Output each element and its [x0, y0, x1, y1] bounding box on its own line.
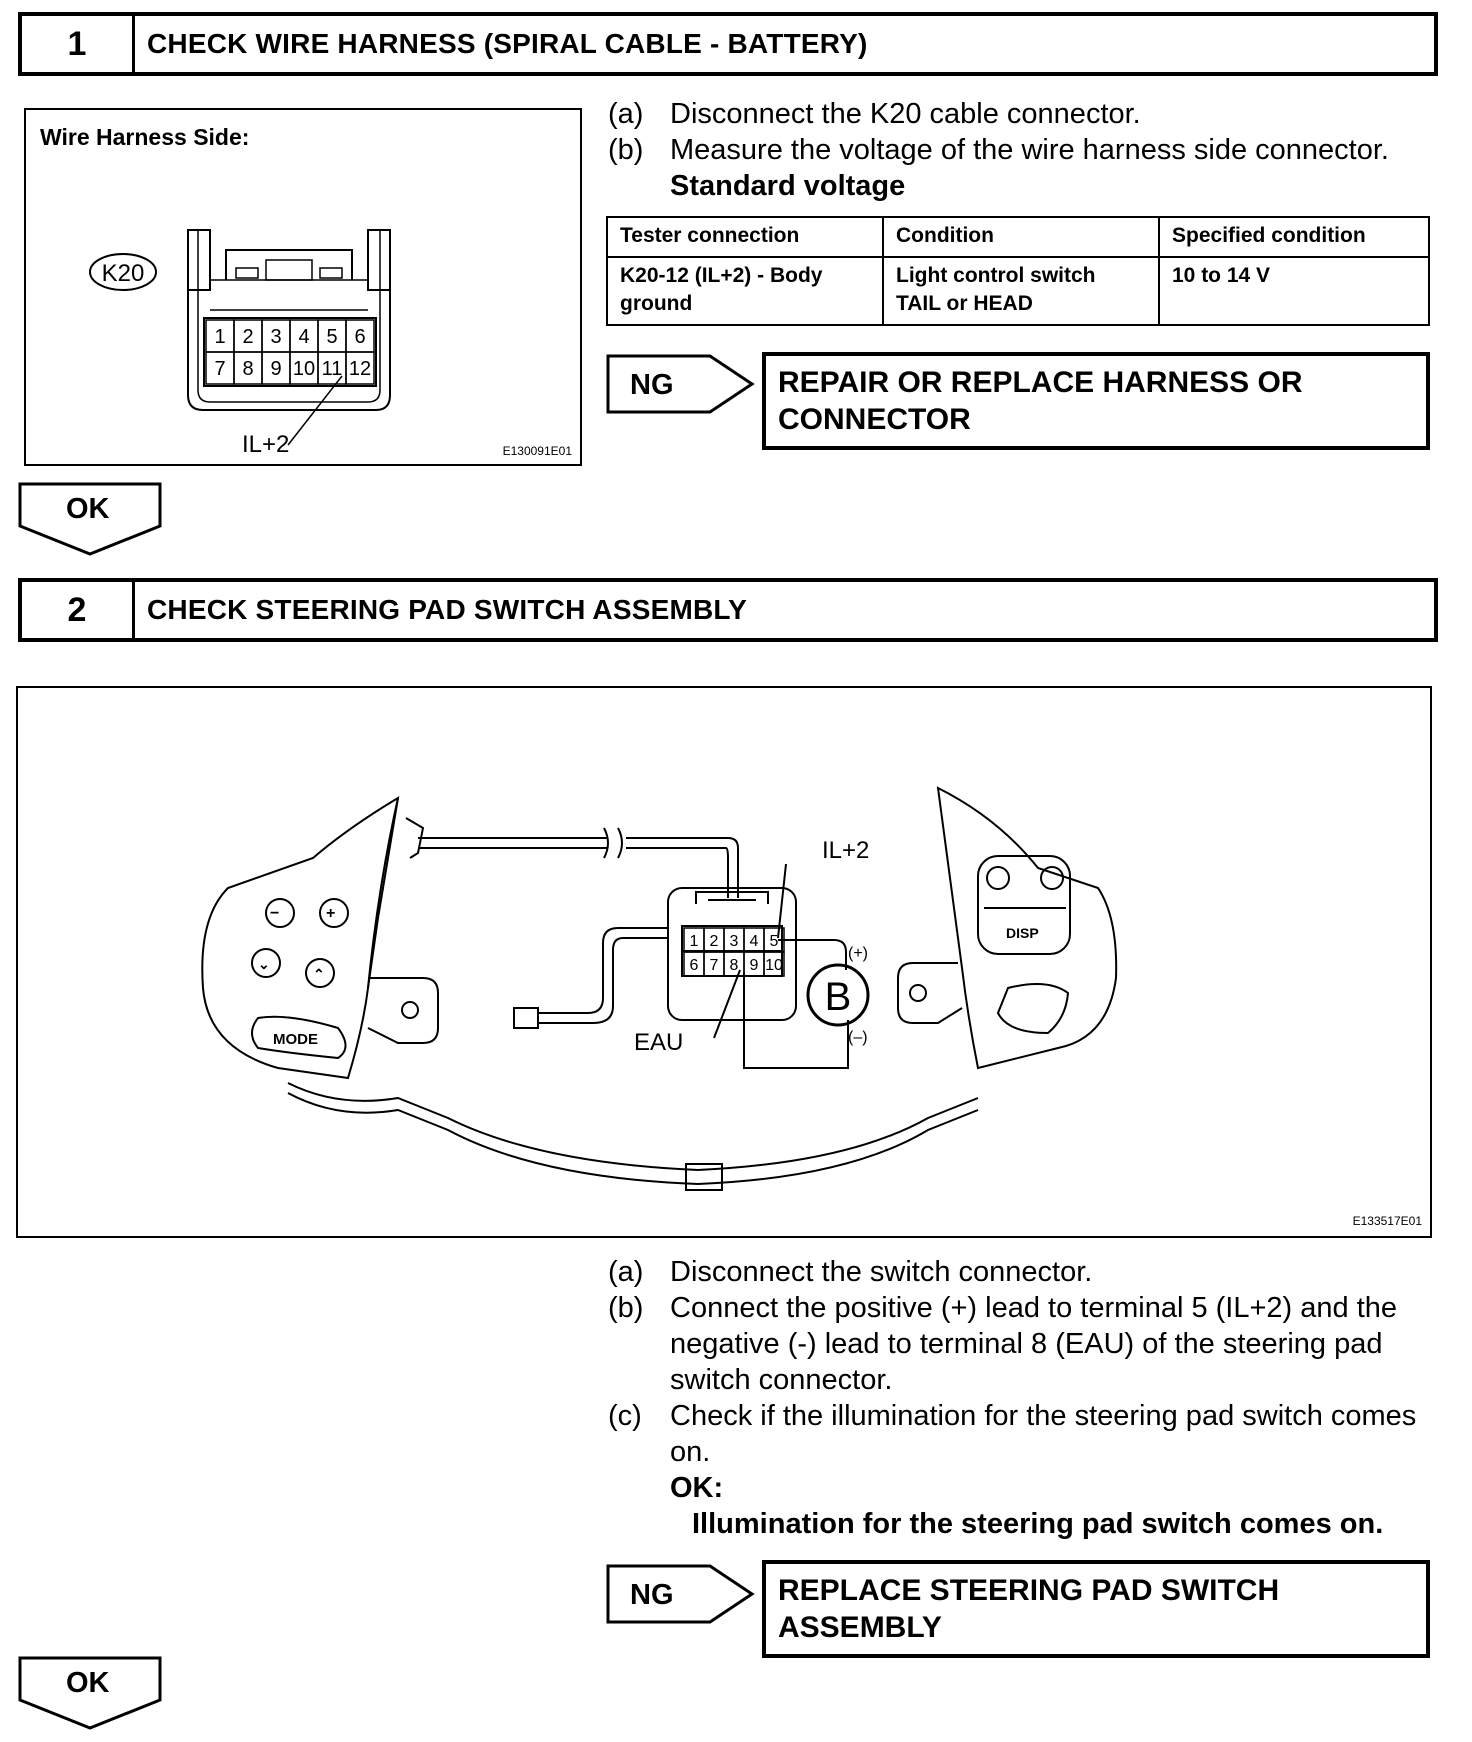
spec-table: Tester connection Condition Specified co… — [606, 216, 1430, 326]
il2-label: IL+2 — [822, 837, 869, 864]
pin-number: 4 — [750, 933, 759, 950]
step-number: 1 — [22, 16, 135, 72]
pin-number: 7 — [710, 957, 719, 974]
disp-button-label: DISP — [1006, 925, 1039, 941]
eau-label: EAU — [634, 1029, 683, 1056]
pin-number: 7 — [214, 358, 225, 380]
standard-voltage-heading: Standard voltage — [670, 170, 906, 202]
step-1-instructions: (a) Disconnect the K20 cable connector. … — [608, 96, 1448, 204]
pin-number: 3 — [270, 326, 281, 348]
instruction-item: (a) Disconnect the K20 cable connector. — [608, 98, 1141, 130]
instruction-item: (b) Connect the positive (+) lead to ter… — [608, 1292, 1398, 1396]
table-header-row: Tester connection Condition Specified co… — [606, 216, 1430, 258]
minus-button-icon: − — [270, 905, 279, 922]
svg-text:OK: OK — [66, 493, 110, 525]
svg-text:OK: OK — [66, 1667, 110, 1699]
chevron-up-icon: ⌃ — [313, 966, 325, 982]
pin-number: 10 — [765, 957, 783, 974]
battery-label: B — [825, 975, 852, 1019]
pin-number: 11 — [322, 358, 343, 380]
pin-number: 12 — [349, 358, 371, 380]
pin-number: 4 — [298, 326, 309, 348]
pin-number: 6 — [690, 957, 699, 974]
table-row: K20-12 (IL+2) - Body ground Light contro… — [606, 256, 1430, 326]
pin-number: 9 — [270, 358, 281, 380]
pin-number: 10 — [293, 358, 315, 380]
instruction-item: (a) Disconnect the switch connector. — [608, 1256, 1093, 1288]
svg-text:NG: NG — [630, 1579, 674, 1611]
step-1-header: 1 CHECK WIRE HARNESS (SPIRAL CABLE - BAT… — [18, 12, 1438, 76]
pin-number: 8 — [730, 957, 739, 974]
minus-label: (–) — [848, 1029, 868, 1046]
figure-code: E133517E01 — [1352, 1214, 1422, 1228]
ng-arrow: NG — [606, 354, 755, 414]
ok-arrow: OK — [18, 1656, 162, 1730]
instruction-item: (b) Measure the voltage of the wire harn… — [608, 134, 1389, 166]
connector-id-label: K20 — [102, 260, 145, 287]
step-number: 2 — [22, 582, 135, 638]
chevron-down-icon: ⌄ — [258, 956, 270, 972]
pin-number: 9 — [750, 957, 759, 974]
pin-number: 3 — [730, 933, 739, 950]
pin-number: 2 — [242, 326, 253, 348]
pin-number: 8 — [242, 358, 253, 380]
ng-arrow: NG — [606, 1564, 755, 1624]
pin-number: 5 — [770, 933, 779, 950]
pin-number: 2 — [710, 933, 719, 950]
step-2-header: 2 CHECK STEERING PAD SWITCH ASSEMBLY — [18, 578, 1438, 642]
ng-result-box: REPAIR OR REPLACE HARNESS OR CONNECTOR — [762, 352, 1430, 450]
pin-cell — [763, 951, 785, 977]
ng-result-box: REPLACE STEERING PAD SWITCH ASSEMBLY — [762, 1560, 1430, 1658]
step-title: CHECK STEERING PAD SWITCH ASSEMBLY — [147, 594, 748, 625]
pin-number: 1 — [214, 326, 225, 348]
pin-number: 1 — [690, 933, 699, 950]
pin-cell — [345, 351, 375, 385]
pin-number: 6 — [354, 326, 365, 348]
instruction-item: (c) Check if the illumination for the st… — [608, 1400, 1417, 1468]
plus-label: (+) — [848, 945, 868, 962]
pin-number: 5 — [326, 326, 337, 348]
figure-heading: Wire Harness Side: — [40, 124, 250, 150]
svg-text:NG: NG — [630, 369, 674, 401]
step-2-instructions: (a) Disconnect the switch connector. (b)… — [608, 1254, 1448, 1542]
plus-button-icon: + — [326, 905, 335, 922]
step-title: CHECK WIRE HARNESS (SPIRAL CABLE - BATTE… — [147, 28, 868, 59]
figure-code: E130091E01 — [502, 444, 572, 458]
ok-criteria: Illumination for the steering pad switch… — [692, 1508, 1384, 1540]
ok-heading: OK: — [670, 1472, 724, 1504]
mode-button-label: MODE — [273, 1031, 318, 1048]
il2-callout: IL+2 — [242, 431, 289, 458]
ok-arrow: OK — [18, 482, 162, 556]
